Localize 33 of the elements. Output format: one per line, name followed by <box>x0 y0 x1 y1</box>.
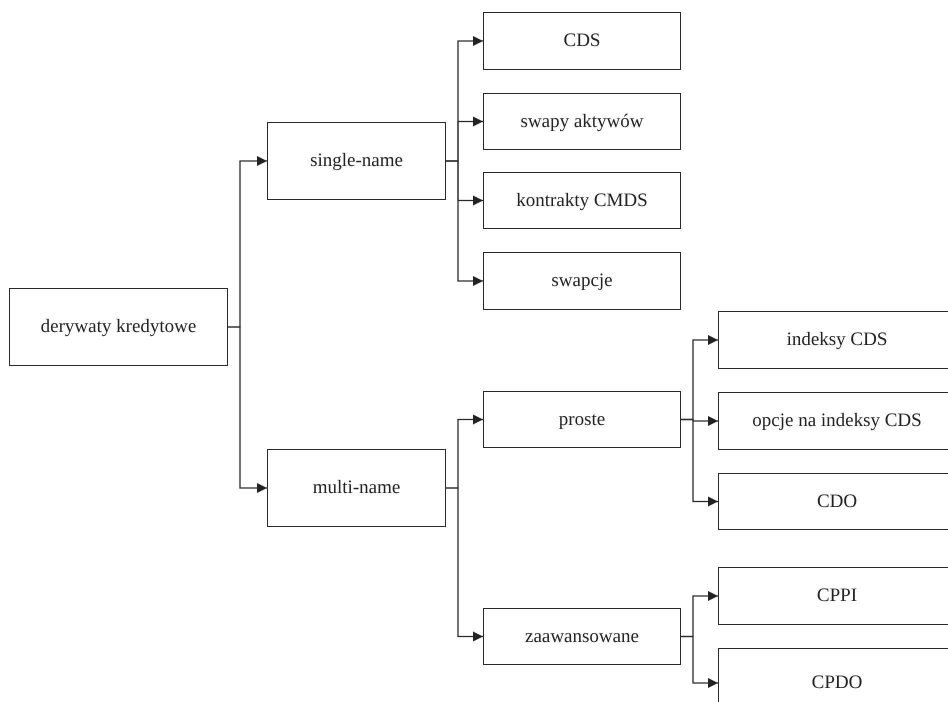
category-box <box>483 93 681 150</box>
category-box <box>483 12 681 70</box>
arrow <box>228 326 267 493</box>
category-box <box>483 608 681 665</box>
node-label: kontrakty CMDS <box>516 190 648 212</box>
node-label: proste <box>558 408 606 430</box>
category-box <box>718 392 948 450</box>
category-box <box>718 648 948 702</box>
category-box <box>483 172 681 229</box>
category-box <box>718 473 948 530</box>
arrow <box>446 160 483 286</box>
node-label: zaawansowane <box>525 626 639 648</box>
category-box <box>267 449 446 527</box>
node-label: CDO <box>816 490 858 512</box>
category-box <box>9 288 228 366</box>
node-label: derywaty kredytowe <box>40 316 196 338</box>
arrow <box>681 418 718 506</box>
arrow <box>681 636 718 688</box>
node-label: multi-name <box>312 477 400 499</box>
node-label: single-name <box>310 150 403 172</box>
node-label: CDS <box>564 30 600 52</box>
category-box <box>267 122 446 200</box>
arrow <box>446 487 483 642</box>
category-box <box>483 391 681 448</box>
node-label: CPDO <box>812 672 862 694</box>
node-label: swapcje <box>551 270 613 292</box>
node-label: opcje na indeksy CDS <box>752 410 922 432</box>
category-box <box>718 311 948 369</box>
category-box <box>718 567 948 625</box>
node-label: CPPI <box>816 585 858 607</box>
category-box <box>483 252 681 310</box>
node-label: swapy aktywów <box>520 110 644 132</box>
node-label: indeksy CDS <box>786 329 888 351</box>
